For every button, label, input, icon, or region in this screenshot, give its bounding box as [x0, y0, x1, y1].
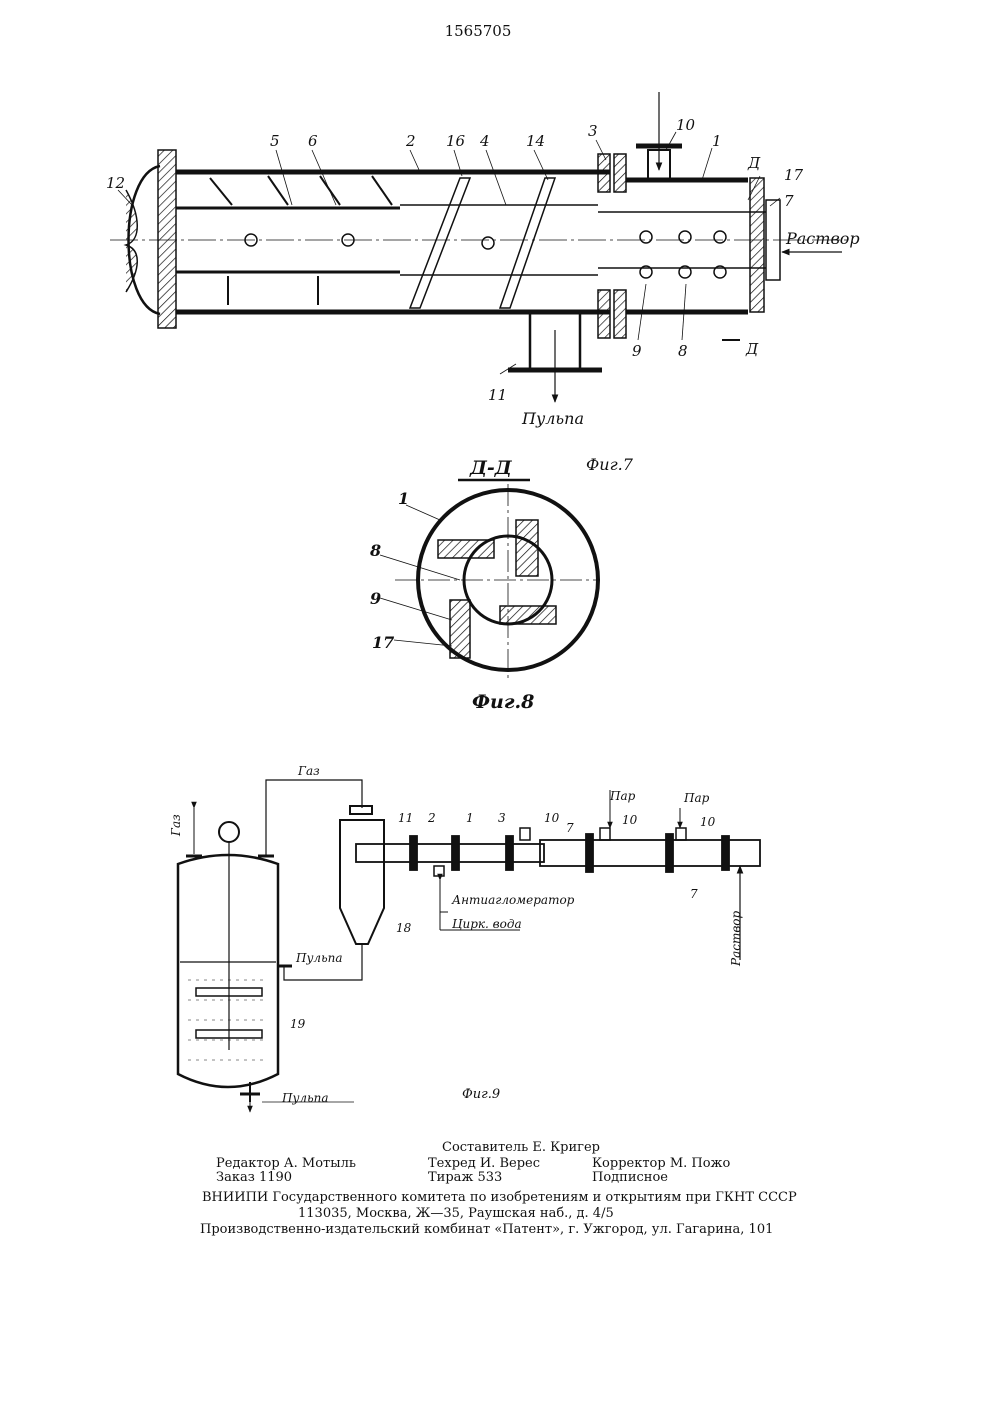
label-16: 16 — [446, 132, 466, 150]
fig9-label-11: 11 — [398, 811, 413, 825]
fig9-steam-2: Пар — [683, 791, 710, 805]
fig8-section-title: Д-Д — [469, 457, 513, 479]
footer-order: Заказ 1190 — [216, 1170, 292, 1185]
label-5: 5 — [270, 132, 280, 150]
flow-solution-label: Раствор — [785, 229, 860, 248]
label-7: 7 — [784, 192, 794, 210]
fig9-steam-1: Пар — [609, 789, 636, 803]
label-14: 14 — [526, 132, 545, 150]
label-4: 4 — [479, 132, 490, 150]
fig8-label-17: 17 — [372, 633, 394, 652]
label-12: 12 — [106, 174, 125, 192]
flow-pulp-label: Пульпа — [521, 409, 584, 428]
fig9-caption: Фиг.9 — [462, 1087, 500, 1102]
fig9-drawing — [178, 780, 760, 1112]
label-11: 11 — [488, 386, 507, 404]
label-6: 6 — [308, 132, 318, 150]
fig8-label-8: 8 — [369, 541, 381, 560]
footer-compiler: Составитель Е. Кригер — [442, 1140, 600, 1155]
footer-org: ВНИИПИ Государственного комитета по изоб… — [202, 1190, 797, 1205]
fig9-pulp-mid: Пульпа — [295, 951, 342, 965]
label-8: 8 — [678, 342, 688, 360]
fig9-label-3: 3 — [498, 811, 506, 825]
fig9-gas-left: Газ — [169, 814, 183, 837]
fig9-solution: Раствор — [729, 910, 743, 967]
footer-subscription: Подписное — [592, 1170, 668, 1185]
fig9-gas-top: Газ — [297, 764, 320, 778]
section-mark-bottom: Д — [745, 340, 759, 358]
fig9-label-18: 18 — [396, 921, 412, 935]
label-3: 3 — [588, 122, 598, 140]
fig7-caption: Фиг.7 — [586, 455, 634, 474]
footer-corrector: Корректор М. Пожо — [592, 1156, 730, 1171]
fig9-label-10a: 10 — [544, 811, 560, 825]
section-mark-top: Д — [747, 154, 761, 172]
fig9-label-1: 1 — [466, 811, 474, 825]
reactor-19 — [178, 855, 278, 1087]
label-17: 17 — [784, 166, 804, 184]
fig9-label-7a: 7 — [566, 821, 574, 835]
cyclone-18-top — [350, 806, 372, 814]
fig9-cooling-water: Цирк. вода — [452, 917, 522, 931]
cyclone-18 — [340, 820, 384, 944]
fig8-label-1: 1 — [398, 489, 409, 508]
patent-number: 1565705 — [445, 22, 512, 40]
fig9-label-10c: 10 — [700, 815, 716, 829]
fig9-pulp-bottom: Пульпа — [281, 1091, 328, 1105]
fig8-label-9: 9 — [370, 589, 381, 608]
label-1: 1 — [712, 132, 722, 150]
fig8-caption: Фиг.8 — [472, 691, 534, 713]
fig9-label-19: 19 — [290, 1017, 306, 1031]
footer-circulation: Тираж 533 — [428, 1170, 502, 1185]
fig9-label-7b: 7 — [690, 887, 698, 901]
fig9-antiagglomerator: Антиагломератор — [451, 893, 575, 907]
label-2: 2 — [405, 132, 416, 150]
flange-left — [158, 150, 176, 328]
fig8-drawing: Д-Д — [380, 457, 600, 680]
agitator-motor — [219, 822, 239, 842]
label-10: 10 — [676, 116, 696, 134]
footer-techred: Техред И. Верес — [428, 1156, 540, 1171]
label-9: 9 — [632, 342, 642, 360]
fig9-label-2: 2 — [427, 811, 436, 825]
footer-editor: Редактор А. Мотыль — [216, 1156, 356, 1171]
fig9-label-10b: 10 — [622, 813, 638, 827]
fig9-labels: Газ Газ Пульпа Пульпа Антиагломератор Ци… — [169, 764, 743, 1105]
footer-address: 113035, Москва, Ж—35, Раушская наб., д. … — [298, 1206, 614, 1221]
footer-publisher: Производственно-издательский комбинат «П… — [200, 1222, 773, 1237]
